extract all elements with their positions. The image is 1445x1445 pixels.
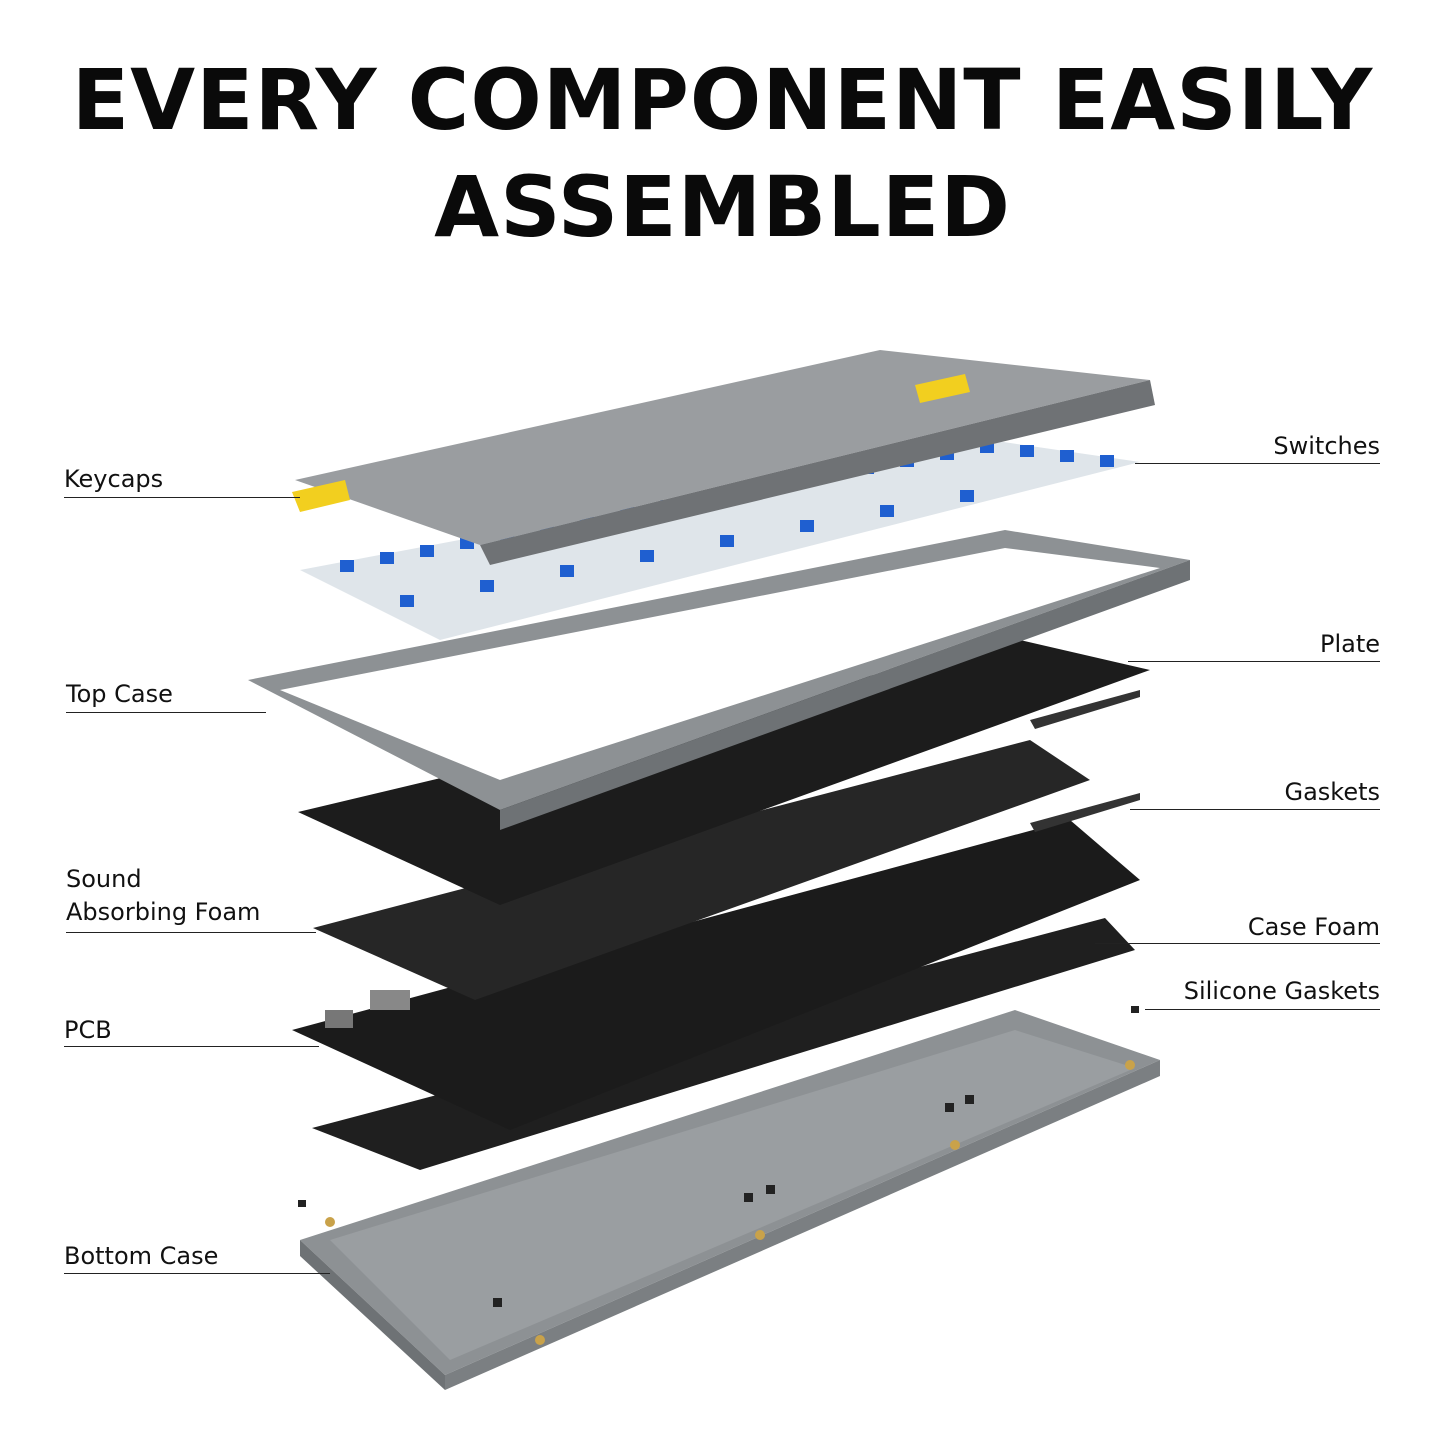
gasket-strip-front (1030, 793, 1140, 832)
label-plate: Plate (1319, 630, 1380, 658)
page-title-line-1: EVERY COMPONENT EASILY (71, 51, 1374, 149)
leader-line-top-case (66, 712, 266, 713)
bottom-case-part (300, 1010, 1160, 1390)
label-sound-absorbing-foam-line-1: Sound (66, 865, 142, 893)
leader-line-sound-absorbing-foam (66, 932, 316, 933)
label-bottom-case: Bottom Case (64, 1242, 219, 1270)
pcb-part (292, 820, 1140, 1130)
leader-line-case-foam (1095, 943, 1380, 944)
leader-line-keycaps (64, 497, 300, 498)
leader-line-gaskets (1130, 809, 1380, 810)
label-top-case: Top Case (66, 680, 173, 708)
silicone-gasket-right (1131, 1006, 1139, 1013)
plate-part (298, 640, 1150, 905)
label-silicone-gaskets: Silicone Gaskets (1183, 977, 1380, 1005)
label-sound-absorbing-foam-line-2: Absorbing Foam (66, 898, 261, 926)
leader-line-plate (1128, 661, 1380, 662)
label-switches: Switches (1273, 432, 1380, 460)
leader-line-switches (1135, 463, 1380, 464)
gasket-strip-back (1030, 690, 1140, 729)
page-title-line-2: ASSEMBLED (434, 158, 1011, 256)
label-gaskets: Gaskets (1284, 778, 1380, 806)
top-case-part (248, 530, 1190, 830)
leader-line-bottom-case (64, 1273, 330, 1274)
label-pcb: PCB (64, 1016, 112, 1044)
label-case-foam: Case Foam (1247, 913, 1380, 941)
sound-absorbing-foam-part (313, 740, 1090, 1000)
silicone-gasket-left (298, 1200, 306, 1207)
label-keycaps: Keycaps (64, 465, 164, 493)
keycaps-part (292, 350, 1155, 565)
leader-line-silicone-gaskets (1145, 1009, 1380, 1010)
leader-line-pcb (64, 1046, 319, 1047)
